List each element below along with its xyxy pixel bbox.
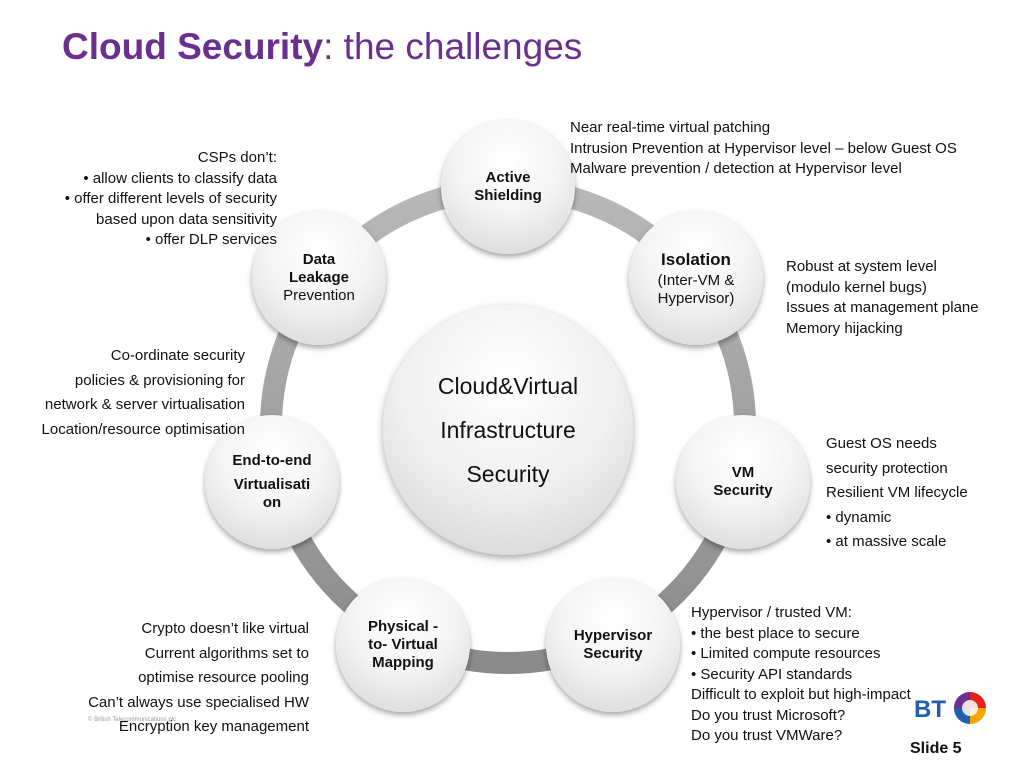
center-line-2: Infrastructure (440, 417, 576, 443)
node-isolation-sub-2: Hypervisor) (657, 290, 735, 307)
node-data-leakage-line-1: Data (302, 251, 336, 268)
note-active-shielding: Near real-time virtual patching Intrusio… (570, 118, 957, 180)
note-line: Do you trust VMWare? (691, 727, 843, 744)
node-end-to-end-line-3: on (262, 494, 282, 511)
node-vm-security-line-1: VM (731, 464, 755, 481)
note-line: CSPs don’t: (197, 149, 277, 166)
note-line: Current algorithms set to (144, 644, 309, 662)
note-line: • at massive scale (826, 533, 947, 550)
note-line: • Security API standards (691, 665, 853, 683)
note-hypervisor-security: Hypervisor / trusted VM: • the best plac… (691, 603, 911, 747)
slide-title: Cloud Security: the challenges (62, 26, 582, 68)
note-line: • allow clients to classify data (83, 169, 277, 187)
node-end-to-end-line-2: Virtualisati (233, 476, 311, 493)
node-isolation-sub-1: (Inter-VM & (657, 272, 735, 289)
note-line: security protection (826, 459, 948, 477)
note-isolation: Robust at system level (modulo kernel bu… (786, 257, 979, 339)
note-line: based upon data sensitivity (96, 210, 277, 228)
node-hypervisor-security: Hypervisor Security (546, 578, 680, 712)
node-vm-security-line-2: Security (713, 482, 773, 499)
note-line: Issues at management plane (786, 299, 979, 316)
node-data-leakage-line-2: Leakage (288, 269, 350, 286)
note-line: (modulo kernel bugs) (786, 278, 927, 296)
node-active-shielding-line-2: Shielding (474, 187, 542, 204)
node-data-leakage: Data Leakage Prevention (252, 211, 386, 345)
node-hypervisor-security-line-1: Hypervisor (573, 627, 653, 644)
note-line: Encryption key management (118, 718, 309, 735)
center-line-1: Cloud&Virtual (437, 373, 579, 399)
note-line: optimise resource pooling (138, 669, 309, 686)
note-line: Crypto doesn’t like virtual (141, 620, 309, 637)
note-line: Difficult to exploit but high-impact (691, 686, 911, 703)
note-line: Location/resource optimisation (41, 420, 245, 438)
node-physical-mapping-line-3: Mapping (372, 654, 434, 671)
bt-logo-icon: BT (914, 691, 987, 725)
node-end-to-end: End-to-end Virtualisati on (205, 415, 339, 549)
note-line: Intrusion Prevention at Hypervisor level… (570, 139, 957, 157)
note-line: Guest OS needs (826, 435, 937, 452)
note-data-leakage: CSPs don’t: • allow clients to classify … (65, 148, 277, 251)
node-end-to-end-line-1: End-to-end (232, 452, 312, 469)
bt-logo-text: BT (914, 696, 946, 723)
note-line: • Limited compute resources (691, 645, 881, 662)
note-line: • dynamic (826, 508, 892, 526)
node-active-shielding: Active Shielding (441, 120, 575, 254)
note-end-to-end: Co-ordinate security policies & provisio… (42, 344, 245, 442)
node-physical-mapping-line-1: Physical - (367, 618, 439, 635)
node-hypervisor-security-line-2: Security (583, 645, 643, 662)
note-line: • offer different levels of security (64, 190, 277, 207)
node-active-shielding-line-1: Active (485, 169, 531, 186)
node-isolation: Isolation (Inter-VM & Hypervisor) (629, 211, 763, 345)
note-line: network & server virtualisation (44, 396, 245, 413)
note-line: Resilient VM lifecycle (826, 484, 968, 501)
node-vm-security: VM Security (676, 415, 810, 549)
note-line: policies & provisioning for (74, 371, 245, 389)
note-vm-security: Guest OS needs security protection Resil… (826, 432, 968, 555)
note-line: Hypervisor / trusted VM: (691, 604, 852, 621)
node-isolation-title: Isolation (661, 250, 731, 269)
note-line: Memory hijacking (786, 319, 903, 337)
copyright-notice: © British Telecommunications plc (88, 717, 177, 723)
node-physical-mapping-line-2: to- Virtual (368, 636, 438, 653)
slide-number: Slide 5 (910, 740, 962, 757)
node-physical-mapping: Physical - to- Virtual Mapping (336, 578, 470, 712)
note-line: • the best place to secure (691, 624, 860, 642)
center-circle: Cloud&Virtual Infrastructure Security (383, 305, 633, 555)
note-line: Do you trust Microsoft? (691, 706, 846, 724)
note-line: Near real-time virtual patching (570, 119, 771, 136)
note-line: Can’t always use specialised HW (88, 693, 309, 711)
center-line-3: Security (466, 461, 550, 487)
title-bold: Cloud Security (62, 26, 324, 67)
title-rest: : the challenges (323, 26, 583, 67)
note-line: • offer DLP services (145, 231, 277, 248)
note-line: Co-ordinate security (110, 347, 245, 364)
note-line: Malware prevention / detection at Hyperv… (570, 160, 902, 177)
note-physical-mapping: Crypto doesn’t like virtual Current algo… (88, 617, 309, 740)
node-data-leakage-line-3: Prevention (283, 287, 355, 304)
note-line: Robust at system level (786, 258, 937, 275)
